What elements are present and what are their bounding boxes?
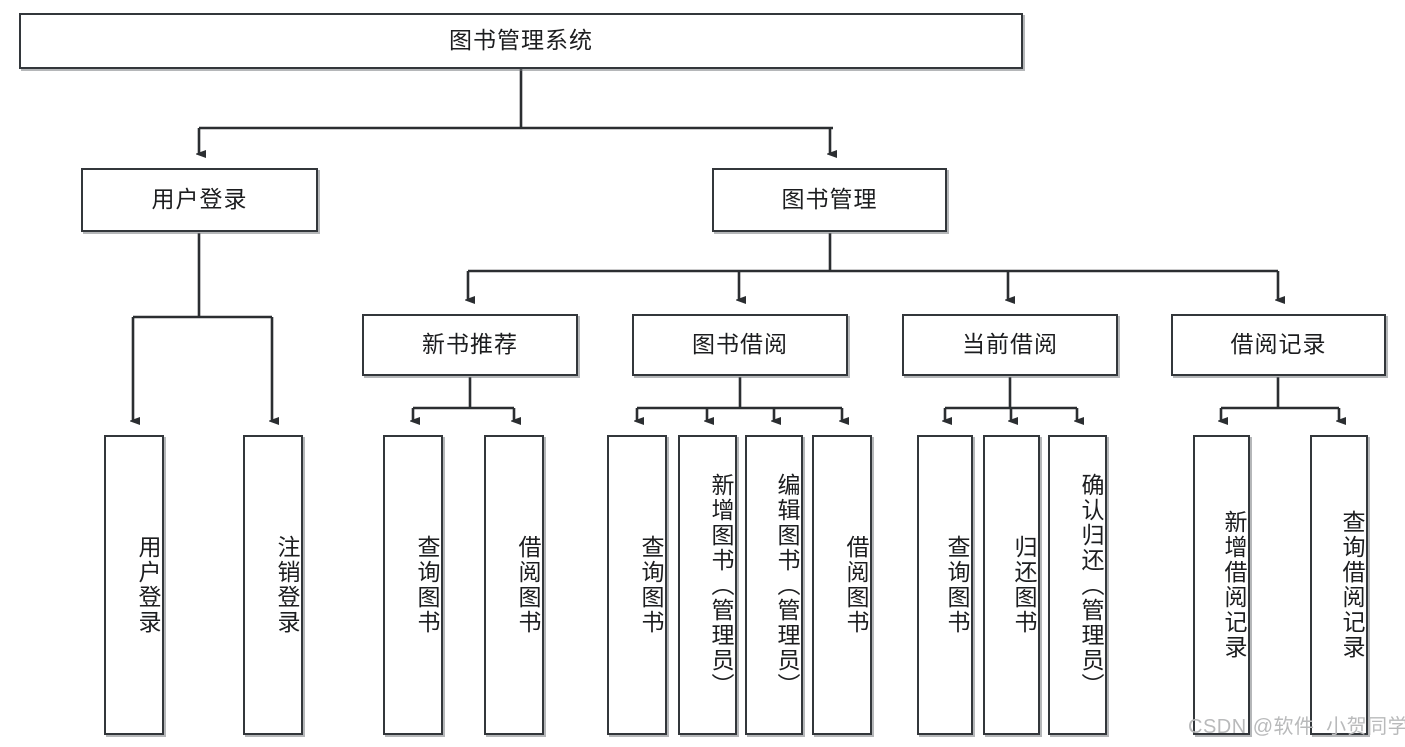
node-new-book-recommend[interactable]: 新书推荐 <box>362 314 578 376</box>
leaf-logout-label: 注销登录 <box>274 535 300 635</box>
node-book-borrow[interactable]: 图书借阅 <box>632 314 848 376</box>
leaf-add-book[interactable]: 新增图书（管理员） <box>678 435 737 735</box>
leaf-query-book-borrow[interactable]: 查询图书 <box>607 435 667 735</box>
leaf-add-book-label: 新增图书（管理员） <box>708 472 734 698</box>
node-root-label: 图书管理系统 <box>449 27 593 54</box>
leaf-query-book-borrow-label: 查询图书 <box>638 535 664 635</box>
node-new-book-recommend-label: 新书推荐 <box>422 331 518 358</box>
node-book-management-label: 图书管理 <box>781 186 878 213</box>
leaf-return-book[interactable]: 归还图书 <box>983 435 1040 735</box>
leaf-query-book-current-label: 查询图书 <box>944 535 970 635</box>
node-book-borrow-label: 图书借阅 <box>692 331 788 358</box>
leaf-add-borrow-record-label: 新增借阅记录 <box>1221 510 1247 660</box>
watermark: CSDN @软件_小贺同学 <box>1188 716 1405 738</box>
node-user-login[interactable]: 用户登录 <box>81 168 318 232</box>
node-root[interactable]: 图书管理系统 <box>19 13 1023 69</box>
leaf-return-book-label: 归还图书 <box>1011 535 1037 635</box>
node-user-login-label: 用户登录 <box>151 186 248 213</box>
leaf-user-login[interactable]: 用户登录 <box>104 435 164 735</box>
leaf-confirm-return[interactable]: 确认归还（管理员） <box>1048 435 1107 735</box>
node-current-borrow[interactable]: 当前借阅 <box>902 314 1118 376</box>
node-borrow-record[interactable]: 借阅记录 <box>1171 314 1386 376</box>
leaf-query-book-recommend-label: 查询图书 <box>414 535 440 635</box>
leaf-edit-book-label: 编辑图书（管理员） <box>774 472 800 698</box>
leaf-user-login-label: 用户登录 <box>135 535 161 635</box>
leaf-edit-book[interactable]: 编辑图书（管理员） <box>745 435 803 735</box>
leaf-query-borrow-record-label: 查询借阅记录 <box>1339 510 1365 660</box>
node-book-management[interactable]: 图书管理 <box>712 168 947 232</box>
leaf-confirm-return-label: 确认归还（管理员） <box>1078 472 1104 698</box>
node-current-borrow-label: 当前借阅 <box>962 331 1058 358</box>
leaf-borrow-book[interactable]: 借阅图书 <box>812 435 872 735</box>
leaf-query-borrow-record[interactable]: 查询借阅记录 <box>1310 435 1368 735</box>
leaf-borrow-book-recommend[interactable]: 借阅图书 <box>484 435 544 735</box>
leaf-borrow-book-recommend-label: 借阅图书 <box>515 535 541 635</box>
leaf-add-borrow-record[interactable]: 新增借阅记录 <box>1193 435 1250 735</box>
leaf-borrow-book-label: 借阅图书 <box>843 535 869 635</box>
leaf-logout[interactable]: 注销登录 <box>243 435 303 735</box>
node-borrow-record-label: 借阅记录 <box>1230 331 1327 358</box>
leaf-query-book-recommend[interactable]: 查询图书 <box>383 435 443 735</box>
leaf-query-book-current[interactable]: 查询图书 <box>917 435 973 735</box>
